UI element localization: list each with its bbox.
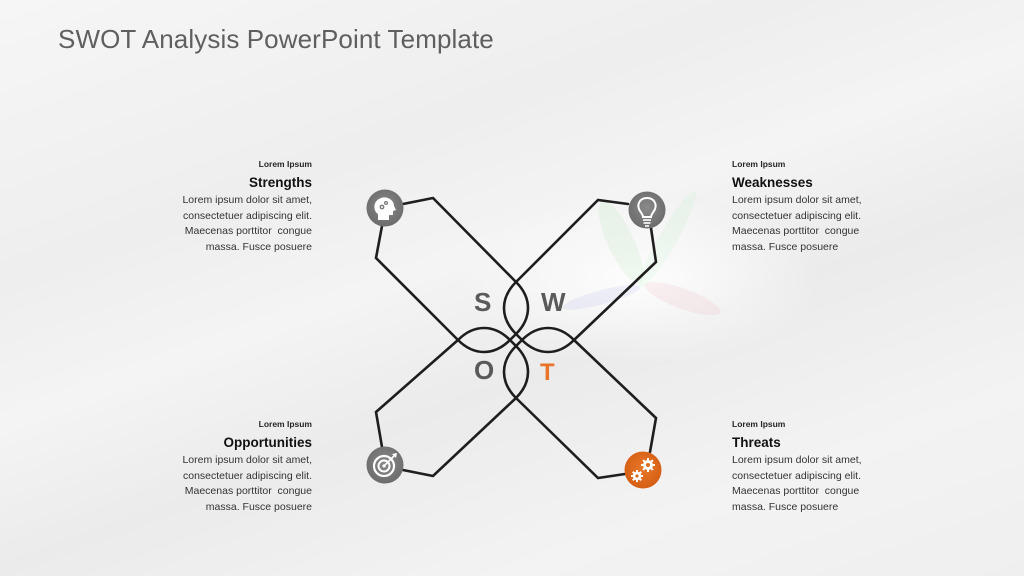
body-line: Maecenas porttitor congue [184,225,312,238]
strengths-arm-upper [401,196,518,284]
center-lens [520,326,576,342]
body-line: Lorem ipsum dolor sit amet, [732,454,862,466]
opportunities-text-block: Lorem Ipsum Opportunities Lorem ipsum do… [112,418,312,515]
weaknesses-arm-upper [514,198,630,284]
opportunities-arm-upper [374,338,460,449]
gears-icon [624,451,662,489]
threats-arm-upper [572,338,658,454]
center-lens [502,344,518,400]
body-line: massa. Fusce posuere [732,500,839,513]
threats-kicker: Lorem Ipsum [732,419,786,429]
body-line: massa. Fusce posuere [205,500,312,513]
diagram-lines [374,196,658,480]
strengths-heading: Strengths [248,175,312,190]
body-line: Lorem ipsum dolor sit amet, [732,194,862,206]
letter-o: O [474,355,495,385]
center-lens [502,280,518,336]
strengths-body: Lorem ipsum dolor sit amet, consectetuer… [112,193,312,255]
letter-s: S [474,287,492,317]
weaknesses-heading: Weaknesses [732,175,813,190]
center-lens [514,344,530,400]
body-line: Lorem ipsum dolor sit amet, [182,194,312,206]
body-line: Maecenas porttitor congue [184,485,312,498]
body-line: Lorem ipsum dolor sit amet, [182,454,312,466]
strengths-kicker: Lorem Ipsum [258,159,312,169]
body-line: consectetuer adipiscing elit. [183,209,312,222]
body-line: consectetuer adipiscing elit. [183,469,312,482]
letter-w: W [541,287,566,317]
opportunities-kicker: Lorem Ipsum [258,419,312,429]
opportunities-body: Lorem ipsum dolor sit amet, consectetuer… [112,453,312,515]
center-lens [514,280,530,336]
opportunities-arm-lower [401,396,518,478]
slide-title: SWOT Analysis PowerPoint Template [58,24,494,54]
center-lens [456,326,512,342]
body-line: consectetuer adipiscing elit. [732,469,861,482]
body-line: massa. Fusce posuere [205,240,312,253]
body-line: Maecenas porttitor congue [732,485,860,498]
strengths-arm-lower [374,224,460,342]
center-lens [456,338,512,354]
head-gears-icon [366,189,404,227]
body-line: Maecenas porttitor congue [732,225,860,238]
threats-text-block: Lorem Ipsum Threats Lorem ipsum dolor si… [732,418,932,515]
opportunities-heading: Opportunities [223,435,313,450]
weaknesses-body: Lorem ipsum dolor sit amet, consectetuer… [732,193,932,255]
body-line: massa. Fusce posuere [732,240,839,253]
weaknesses-kicker: Lorem Ipsum [732,159,786,169]
weaknesses-arm-lower [572,226,658,342]
target-icon [366,446,404,484]
lightbulb-icon [628,191,666,229]
strengths-text-block: Lorem Ipsum Strengths Lorem ipsum dolor … [112,158,312,255]
threats-body: Lorem ipsum dolor sit amet, consectetuer… [732,453,932,515]
center-diamond [508,332,524,348]
weaknesses-text-block: Lorem Ipsum Weaknesses Lorem ipsum dolor… [732,158,932,255]
body-line: consectetuer adipiscing elit. [732,209,861,222]
center-lens [520,338,576,354]
threats-heading: Threats [732,435,781,450]
threats-arm-lower [514,396,627,480]
letter-t: T [540,359,555,386]
